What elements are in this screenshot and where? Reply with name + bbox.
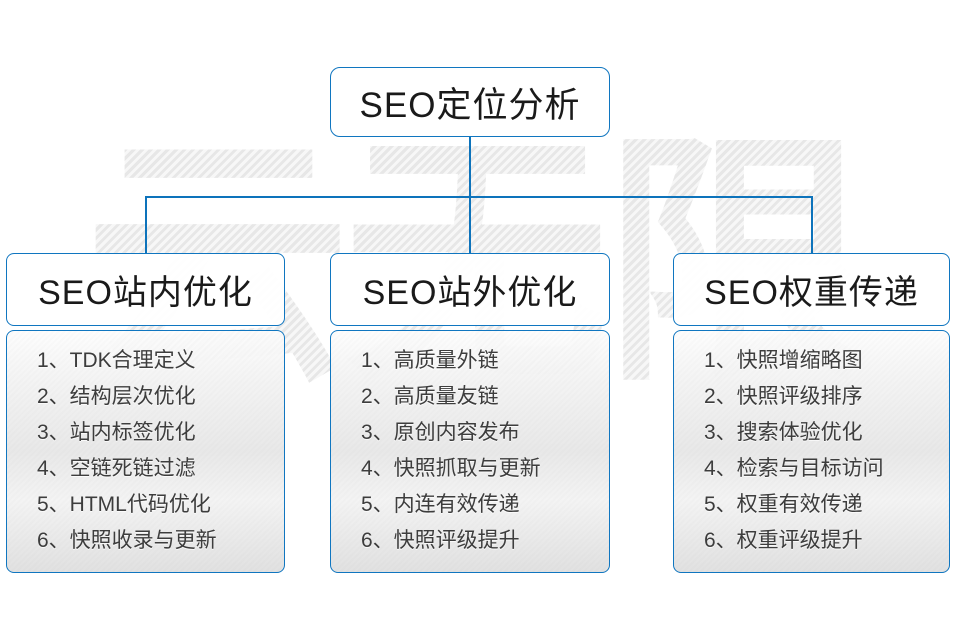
list-item: 3、原创内容发布	[361, 421, 520, 444]
column-3-title: SEO权重传递	[704, 274, 919, 312]
connector-root-vertical	[469, 137, 471, 197]
root-node-title: SEO定位分析	[359, 85, 581, 125]
list-item: 5、内连有效传递	[361, 493, 520, 516]
column-2-title: SEO站外优化	[362, 274, 578, 312]
list-item: 2、高质量友链	[361, 385, 499, 408]
column-1-title: SEO站内优化	[38, 274, 253, 312]
column-2-header: SEO站外优化	[330, 253, 610, 326]
list-item: 3、站内标签优化	[37, 421, 196, 444]
connector-drop-middle	[469, 196, 471, 254]
list-item: 4、空链死链过滤	[37, 457, 196, 480]
list-item: 4、检索与目标访问	[704, 457, 884, 480]
list-item: 6、快照收录与更新	[37, 529, 217, 552]
connector-drop-left	[145, 196, 147, 254]
list-item: 6、快照评级提升	[361, 529, 520, 552]
connector-drop-right	[811, 196, 813, 254]
list-item: 6、权重评级提升	[704, 529, 863, 552]
column-3-header: SEO权重传递	[673, 253, 950, 326]
list-item: 2、结构层次优化	[37, 385, 196, 408]
list-item: 2、快照评级排序	[704, 385, 863, 408]
column-1-panel: 1、TDK合理定义 2、结构层次优化 3、站内标签优化 4、空链死链过滤 5、H…	[6, 330, 285, 573]
column-3-panel: 1、快照增缩略图 2、快照评级排序 3、搜索体验优化 4、检索与目标访问 5、权…	[673, 330, 950, 573]
list-item: 3、搜索体验优化	[704, 421, 863, 444]
list-item: 1、TDK合理定义	[37, 349, 196, 372]
list-item: 5、权重有效传递	[704, 493, 863, 516]
list-item: 1、高质量外链	[361, 349, 499, 372]
root-node: SEO定位分析	[330, 67, 610, 137]
column-2-panel: 1、高质量外链 2、高质量友链 3、原创内容发布 4、快照抓取与更新 5、内连有…	[330, 330, 610, 573]
list-item: 5、HTML代码优化	[37, 493, 211, 516]
list-item: 1、快照增缩略图	[704, 349, 863, 372]
column-1-header: SEO站内优化	[6, 253, 285, 326]
list-item: 4、快照抓取与更新	[361, 457, 541, 480]
connector-horizontal-bus	[145, 196, 812, 198]
